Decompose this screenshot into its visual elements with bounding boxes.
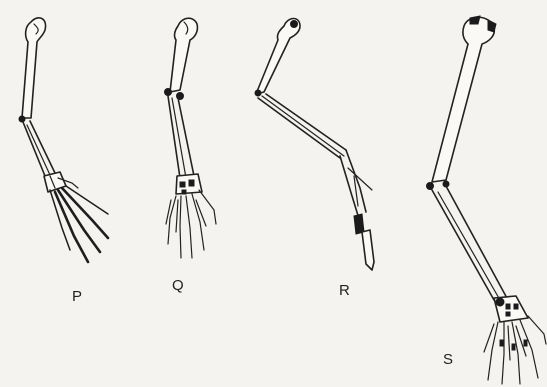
skeleton-s [427, 16, 547, 384]
skeleton-s-humerus [432, 17, 494, 182]
skeleton-q-humerus [170, 18, 197, 92]
skeleton-r [255, 19, 374, 271]
label-s: S [443, 351, 453, 368]
skeleton-r-humerus [256, 19, 300, 95]
skeleton-r-digit [362, 230, 374, 270]
skeleton-s-fingers [488, 322, 498, 380]
skeleton-q-elbow-joint [165, 89, 172, 96]
skeleton-r-carpals [340, 156, 360, 222]
label-p: P [72, 288, 82, 305]
label-r: R [339, 282, 350, 299]
skeleton-s-forearm [432, 190, 494, 300]
skeleton-p [19, 18, 108, 262]
label-q: Q [172, 277, 184, 294]
skeleton-r-shoulder-joint [291, 21, 298, 28]
skeleton-q-fingers [168, 196, 176, 244]
skeleton-p-elbow-joint [19, 116, 25, 122]
skeleton-r-elbow-joint [255, 90, 261, 96]
skeleton-q [165, 18, 217, 258]
skeleton-r-forearm [258, 98, 340, 158]
skeleton-p-humerus [22, 18, 46, 118]
skeleton-s-elbow-joint [427, 183, 434, 190]
